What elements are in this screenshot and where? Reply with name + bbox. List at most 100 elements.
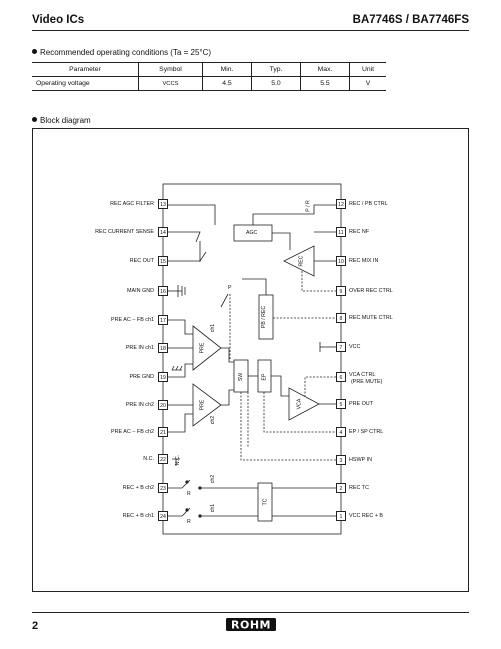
pin-13: 13 <box>158 199 168 209</box>
sw-label: SW <box>238 372 245 382</box>
pin-12: 12 <box>336 199 346 209</box>
pin-23: 23 <box>158 483 168 493</box>
pin-1-label: VCC REC + B <box>349 513 383 519</box>
pin-22: 22 <box>158 454 168 464</box>
pre1-triangle <box>192 325 222 371</box>
bullet-icon <box>32 49 37 54</box>
pin-18-label: PRE IN ch1 <box>125 345 154 351</box>
conditions-heading: Recommended operating conditions (Ta = 2… <box>32 48 211 57</box>
wire <box>168 231 201 243</box>
switch-contact <box>198 514 202 518</box>
switch-contact <box>198 486 202 490</box>
pin-15: 15 <box>158 256 168 266</box>
ch2-switch-mark: ch2 <box>210 474 217 484</box>
ground-symbol <box>172 458 180 466</box>
conditions-table: Parameter Symbol Min. Typ. Max. Unit Ope… <box>32 62 386 91</box>
ic-outline <box>162 183 342 535</box>
pin-4-label: EP / SP CTRL <box>349 429 384 435</box>
pin-14-label: REC CURRENT SENSE <box>95 229 154 235</box>
pin-7: 7 <box>336 342 346 352</box>
wire <box>304 376 336 396</box>
wire <box>272 232 291 250</box>
pin-3-label: HSWP IN <box>349 457 372 463</box>
pin-5-label: PRE OUT <box>349 401 373 407</box>
pin-24-label: REC + B ch1 <box>122 513 154 519</box>
table-row: Operating voltage VCCS 4.5 5.0 5.5 V <box>32 76 386 91</box>
p-mark: P <box>228 285 232 291</box>
ch1-mark: ch1 <box>210 323 217 333</box>
ep-label: EP <box>261 373 268 381</box>
wire <box>221 389 234 406</box>
pin-11-label: REC NF <box>349 229 370 235</box>
pre2-triangle <box>192 383 222 427</box>
pin-10: 10 <box>336 256 346 266</box>
wire <box>271 375 289 397</box>
pin-16: 16 <box>158 286 168 296</box>
ground-symbol <box>177 285 186 297</box>
page-header: Video ICs BA7746S / BA7746FS <box>32 12 469 31</box>
wire <box>242 278 267 295</box>
wire <box>168 413 193 433</box>
pin-18: 18 <box>158 343 168 353</box>
pin-1: 1 <box>336 511 346 521</box>
pin-20: 20 <box>158 400 168 410</box>
tc-label: TC <box>262 498 269 506</box>
pin-20-label: PRE IN ch2 <box>125 402 154 408</box>
pin-24: 24 <box>158 511 168 521</box>
tc-block <box>257 482 273 522</box>
header-part-number: BA7746S / BA7746FS <box>352 14 469 26</box>
pin-2-label: REC TC <box>349 485 369 491</box>
pin-6-label: VCA CTRL <box>349 372 376 378</box>
pin-19-label: PRE GND <box>129 374 154 380</box>
wire <box>263 392 336 433</box>
rohm-logo: ROHM <box>226 618 276 632</box>
pin-19: 19 <box>158 372 168 382</box>
pin-8-label: REC MUTE CTRL <box>349 315 393 321</box>
agc-label: AGC <box>246 230 258 236</box>
switch-contact <box>185 480 189 484</box>
ch1-switch-mark: ch1 <box>210 503 217 513</box>
wire <box>301 271 336 292</box>
pin-13-label: REC AGC FILTER <box>110 201 154 207</box>
pin-17-label: PRE AC − FB ch1 <box>111 317 154 323</box>
wire <box>252 204 336 225</box>
wire <box>168 204 216 225</box>
switch-lever <box>220 293 229 308</box>
pin-15-label: REC OUT <box>129 258 154 264</box>
wire <box>168 319 193 335</box>
rec-label: REC <box>298 255 305 267</box>
pin-21: 21 <box>158 427 168 437</box>
pin-6: 6 <box>336 372 346 382</box>
vca-label: VCA <box>296 398 303 410</box>
wire <box>168 363 193 378</box>
cell-typ: 5.0 <box>251 76 301 91</box>
pin-10-label: REC MIX IN <box>349 258 379 264</box>
pin-4: 4 <box>336 427 346 437</box>
pin-12-label: REC / PB CTRL <box>349 201 388 207</box>
ground-symbol <box>171 365 183 371</box>
pin-3: 3 <box>336 455 346 465</box>
switch-contact <box>185 508 189 512</box>
vca-triangle <box>288 387 320 421</box>
pin-17: 17 <box>158 315 168 325</box>
nc-mark: N.C. <box>175 454 182 466</box>
block-diagram-frame <box>32 128 469 592</box>
pin-9-label: OVER REC CTRL <box>349 288 393 294</box>
pin-5: 5 <box>336 399 346 409</box>
r-mark-ch1: R <box>187 519 191 525</box>
pin-16-label: MAIN GND <box>127 288 154 294</box>
bullet-icon <box>32 117 37 122</box>
pin-2: 2 <box>336 483 346 493</box>
cell-unit: V <box>349 76 386 91</box>
wire <box>240 392 336 461</box>
pin-11: 11 <box>336 227 346 237</box>
pr-mark: P / R <box>305 200 312 212</box>
cell-parameter: Operating voltage <box>32 76 139 91</box>
pre1-label: PRE <box>199 342 206 354</box>
pin-21-label: PRE AC − FB ch2 <box>111 429 154 435</box>
pin-7-label: VCC <box>349 344 361 350</box>
cell-max: 5.5 <box>300 76 350 91</box>
wire <box>221 347 234 363</box>
pin-6-sublabel: (PRE MUTE) <box>351 379 383 385</box>
pin-8: 8 <box>336 313 346 323</box>
